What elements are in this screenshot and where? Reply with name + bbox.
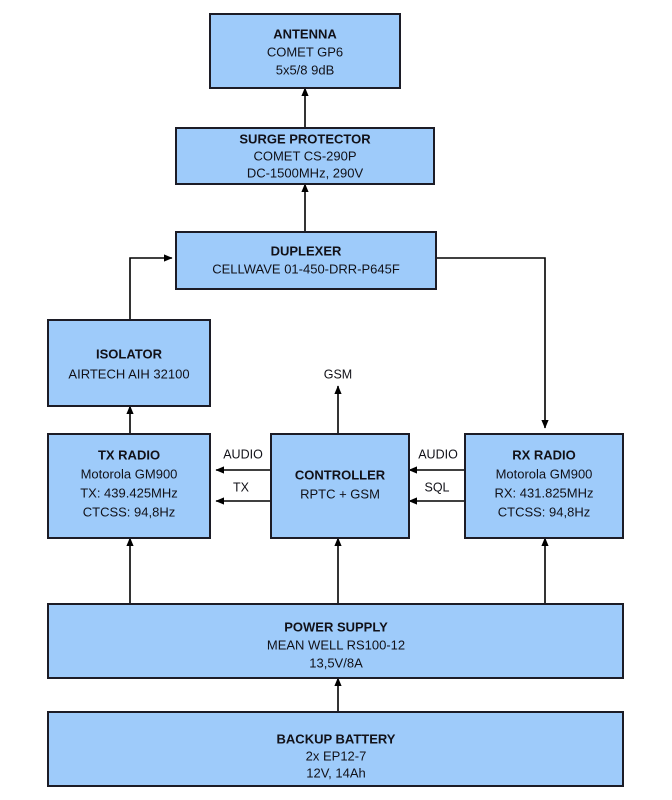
isolator-title: ISOLATOR <box>96 346 163 361</box>
tx-radio-line-4: CTCSS: 94,8Hz <box>83 504 175 519</box>
antenna-line-3: 5x5/8 9dB <box>276 62 335 77</box>
power-supply-title: POWER SUPPLY <box>284 619 388 634</box>
rx-radio-title: RX RADIO <box>512 447 576 462</box>
power-supply-line-3: 13,5V/8A <box>309 655 363 670</box>
antenna-box[interactable] <box>209 13 401 89</box>
antenna-line-2: COMET GP6 <box>267 44 343 59</box>
duplexer-line-2: CELLWAVE 01-450-DRR-P645F <box>212 261 400 276</box>
surge-protector-title: SURGE PROTECTOR <box>239 131 371 146</box>
edge-label-audio-tx: AUDIO <box>223 447 263 461</box>
node-tx-radio[interactable]: TX RADIO Motorola GM900 TX: 439.425MHz C… <box>47 433 211 539</box>
controller-title: CONTROLLER <box>295 467 386 482</box>
node-backup-battery[interactable]: BACKUP BATTERY 2x EP12-7 12V, 14Ah <box>47 711 624 787</box>
backup-battery-box[interactable] <box>47 711 624 787</box>
power-supply-box[interactable] <box>47 603 624 679</box>
rx-radio-line-3: RX: 431.825MHz <box>495 485 594 500</box>
edge-isolator-to-duplexer <box>129 254 173 320</box>
backup-battery-line-2: 2x EP12-7 <box>306 748 367 763</box>
surge-protector-line-3: DC-1500MHz, 290V <box>247 165 364 180</box>
node-power-supply[interactable]: POWER SUPPLY MEAN WELL RS100-12 13,5V/8A <box>47 603 624 679</box>
tx-radio-line-2: Motorola GM900 <box>81 466 178 481</box>
node-duplexer[interactable]: DUPLEXER CELLWAVE 01-450-DRR-P645F <box>175 231 437 290</box>
surge-protector-box[interactable] <box>175 127 435 185</box>
surge-protector-line-2: COMET CS-290P <box>253 148 356 163</box>
edge-label-tx: TX <box>233 480 250 494</box>
node-surge-protector[interactable]: SURGE PROTECTOR COMET CS-290P DC-1500MHz… <box>175 127 435 185</box>
edge-label-sql: SQL <box>424 480 449 494</box>
tx-radio-title: TX RADIO <box>98 447 160 462</box>
edge-duplexer-to-rx <box>436 257 549 429</box>
rx-radio-line-2: Motorola GM900 <box>496 466 593 481</box>
tx-radio-box[interactable] <box>47 433 211 539</box>
rx-radio-box[interactable] <box>464 433 624 539</box>
edge-label-audio-rx: AUDIO <box>418 447 458 461</box>
controller-line-2: RPTC + GSM <box>300 486 380 501</box>
isolator-box[interactable] <box>47 319 211 407</box>
node-controller[interactable]: CONTROLLER RPTC + GSM <box>270 433 410 539</box>
node-antenna[interactable]: ANTENNA COMET GP6 5x5/8 9dB <box>209 13 401 89</box>
edge-label-gsm: GSM <box>324 367 352 381</box>
backup-battery-line-3: 12V, 14Ah <box>306 765 366 780</box>
node-rx-radio[interactable]: RX RADIO Motorola GM900 RX: 431.825MHz C… <box>464 433 624 539</box>
rx-radio-line-4: CTCSS: 94,8Hz <box>498 504 590 519</box>
tx-radio-line-3: TX: 439.425MHz <box>80 485 178 500</box>
backup-battery-title: BACKUP BATTERY <box>277 731 396 746</box>
isolator-line-2: AIRTECH AIH 32100 <box>68 366 189 381</box>
node-isolator[interactable]: ISOLATOR AIRTECH AIH 32100 <box>47 319 211 407</box>
controller-box[interactable] <box>270 433 410 539</box>
duplexer-box[interactable] <box>175 231 437 290</box>
antenna-title: ANTENNA <box>273 26 337 41</box>
duplexer-title: DUPLEXER <box>271 243 342 258</box>
power-supply-line-2: MEAN WELL RS100-12 <box>267 637 405 652</box>
